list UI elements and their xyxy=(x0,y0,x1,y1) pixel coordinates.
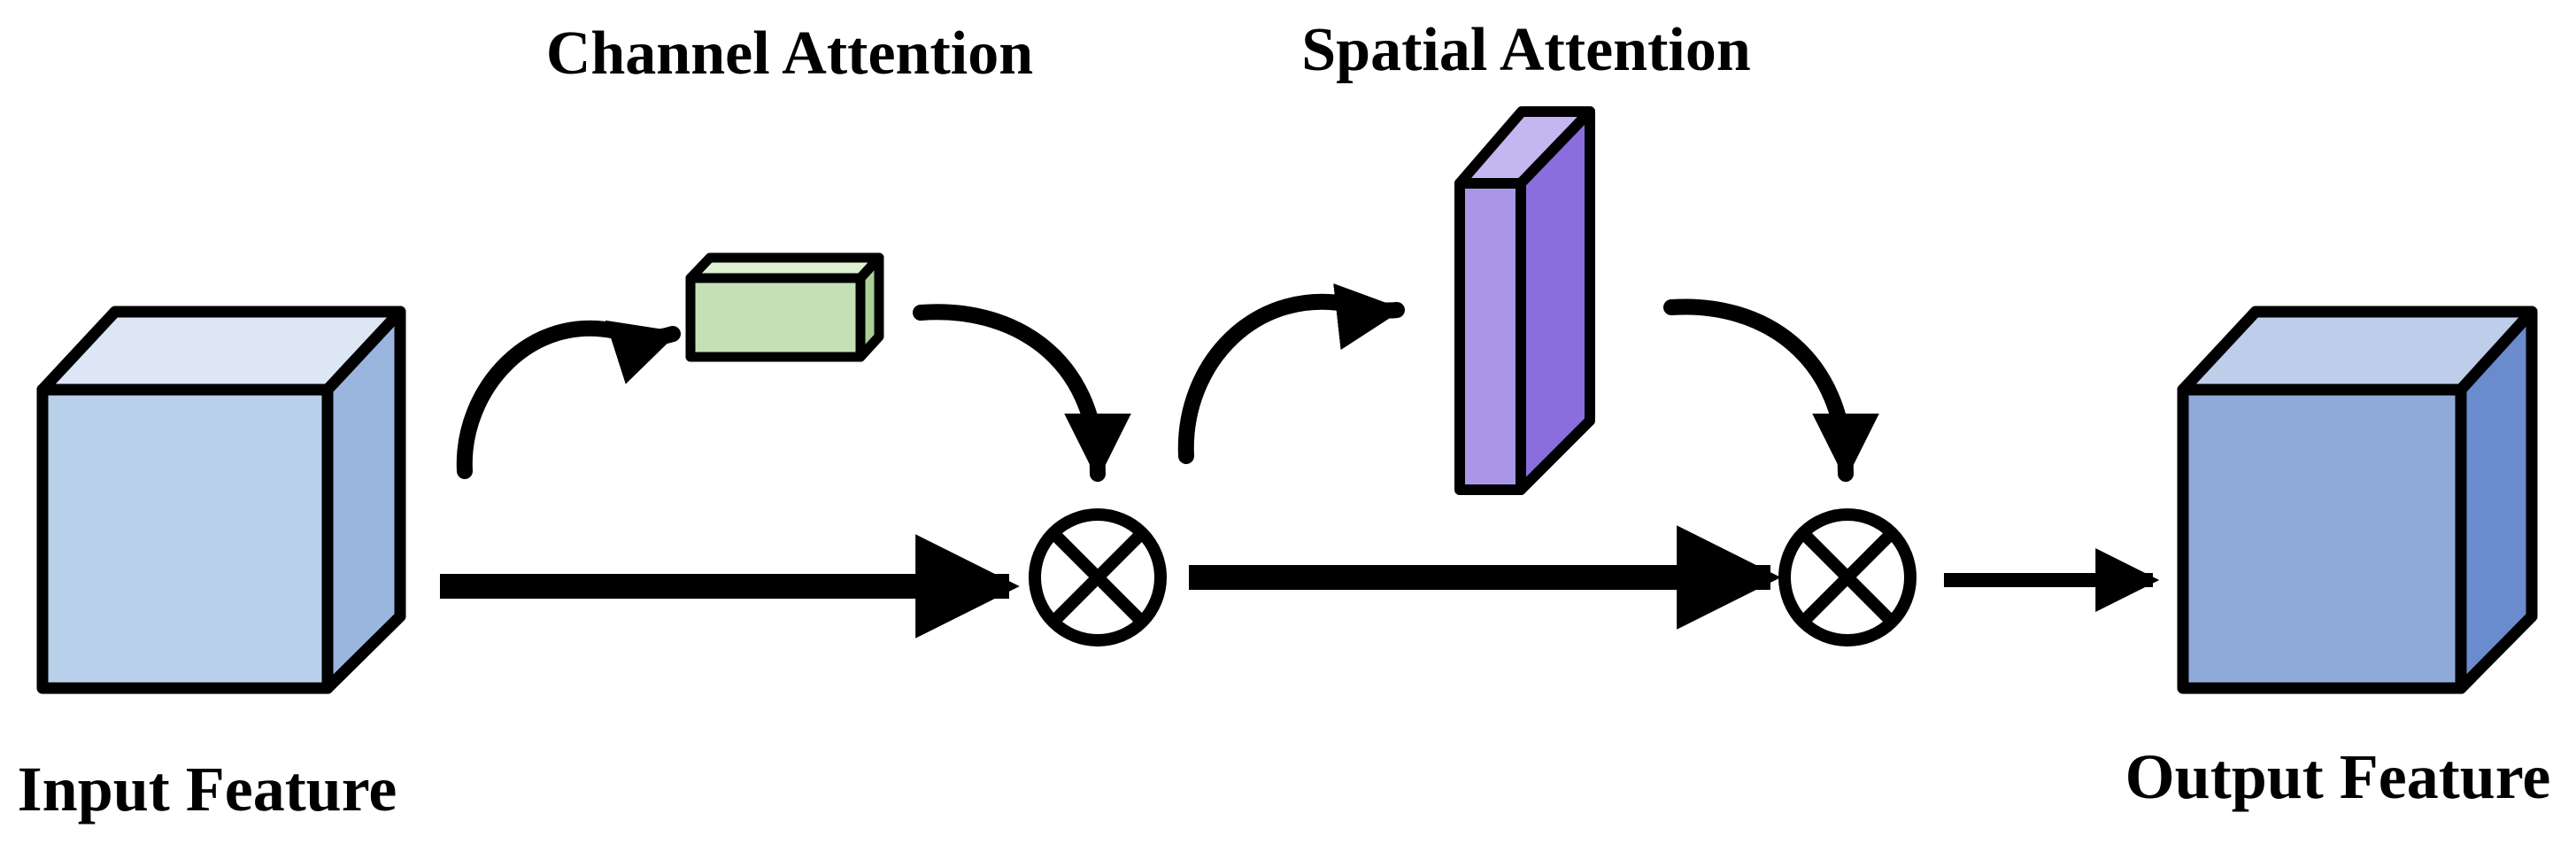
spatial-attention-block xyxy=(1454,106,1595,495)
input-cube-front xyxy=(36,383,334,694)
times-stroke-b xyxy=(1799,529,1896,626)
multiply-operator-2 xyxy=(1778,508,1917,647)
multiply-operator-1 xyxy=(1029,508,1167,647)
spatial-block-side xyxy=(1516,106,1595,495)
channel-attention-block xyxy=(685,252,884,362)
channel-block-front xyxy=(685,273,866,362)
output-cube-front xyxy=(2177,383,2467,694)
curved-arrow-channel-to-multiply xyxy=(913,304,1131,482)
input-feature-label: Input Feature xyxy=(18,754,397,825)
spatial-attention-label: Spatial Attention xyxy=(1301,16,1751,84)
curved-arrow-input-to-channel xyxy=(456,320,681,479)
channel-attention-label: Channel Attention xyxy=(546,19,1033,88)
output-feature-label: Output Feature xyxy=(2125,741,2551,812)
curved-arrow-spatial-to-multiply xyxy=(1663,298,1879,482)
input-feature-cube xyxy=(36,306,406,694)
curved-arrow-to-spatial xyxy=(1177,283,1405,464)
spatial-block-front xyxy=(1454,178,1526,495)
times-stroke-b xyxy=(1049,529,1146,626)
output-feature-cube xyxy=(2177,306,2538,694)
